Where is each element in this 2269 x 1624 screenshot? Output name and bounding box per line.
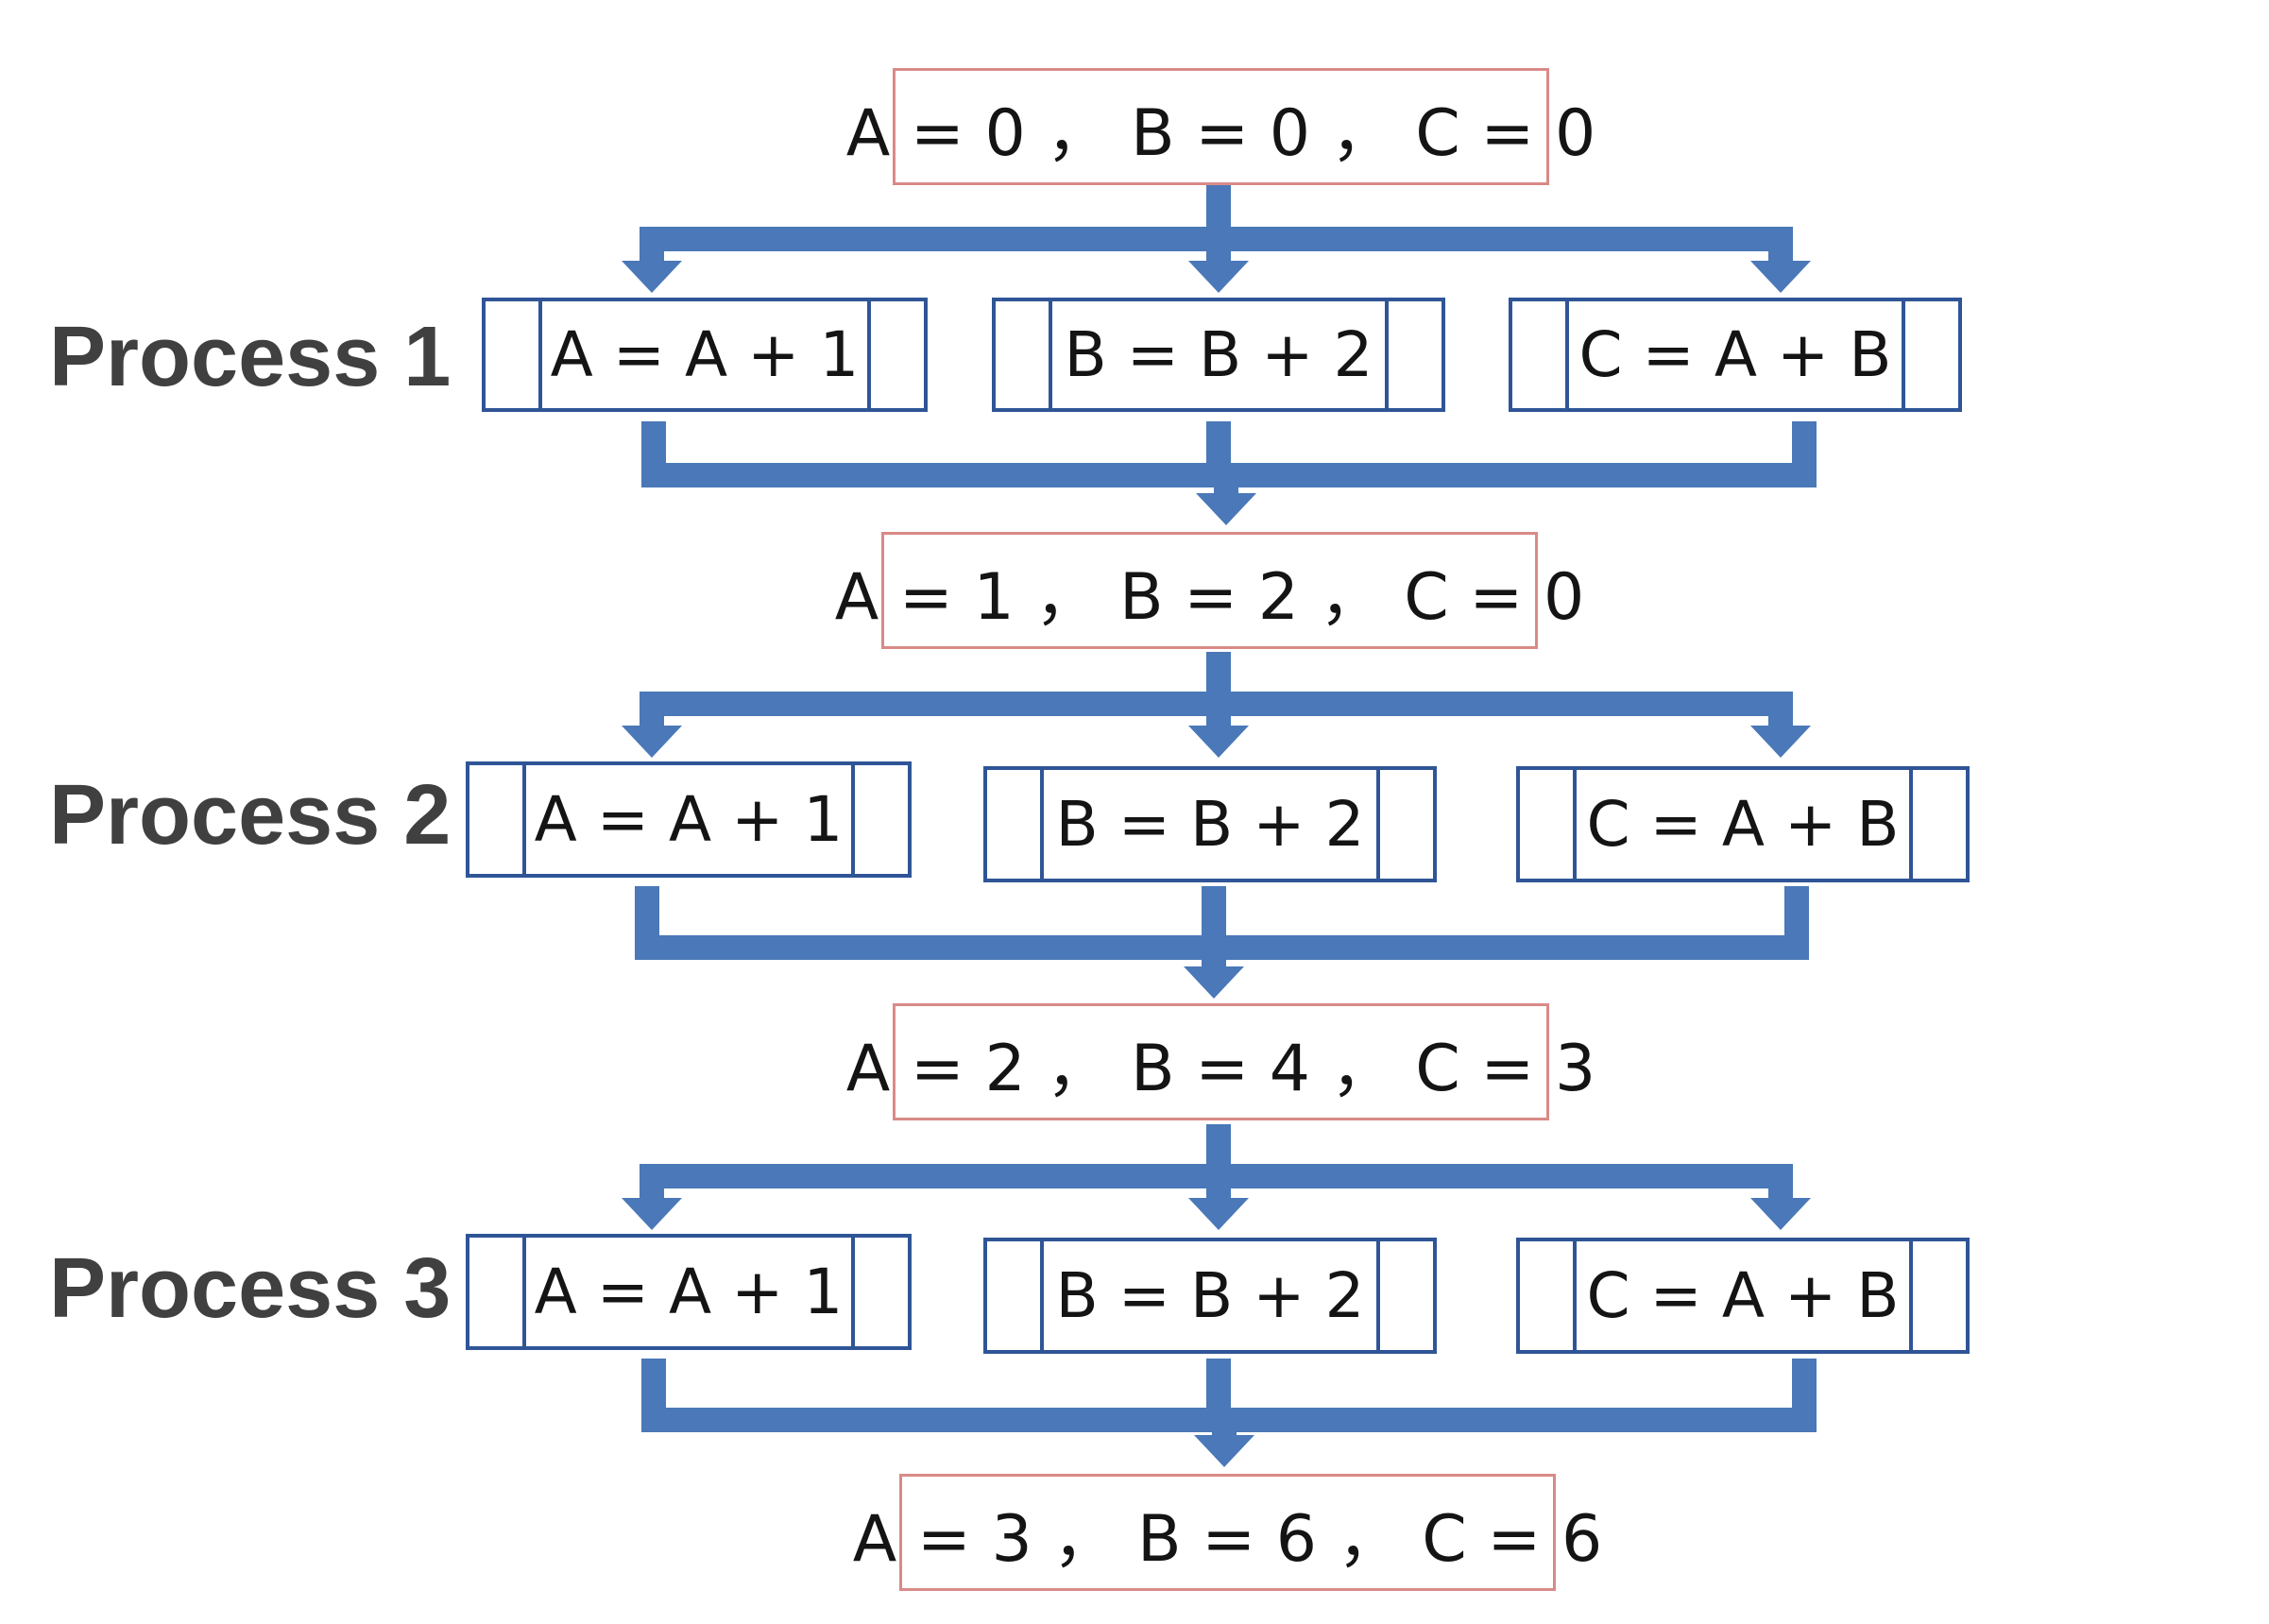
fan-out-3-arrow-head-1 [622, 1198, 682, 1230]
process-1-step-a-text: A = A + 1 [550, 318, 860, 391]
state-box-initial: A = 0 ， B = 0 ， C = 0 [846, 68, 1595, 185]
process-1-step-c-text: C = A + B [1578, 318, 1892, 391]
fan-out-3-arrow-head-3 [1750, 1198, 1811, 1230]
state-box-after-process-2: A = 2 ， B = 4 ， C = 3 [846, 1003, 1595, 1120]
process-1-step-a: A = A + 1 [482, 298, 928, 412]
fan-out-1-arrow-head-3 [1750, 261, 1811, 293]
fan-out-2-drop-3 [1768, 692, 1793, 726]
process-2-step-b-text: B = B + 2 [1055, 788, 1365, 861]
process-1-step-c: C = A + B [1509, 298, 1962, 412]
process-2-step-a: A = A + 1 [466, 761, 912, 878]
state-box-after-process-3: A = 3 ， B = 6 ， C = 6 [853, 1474, 1602, 1591]
fan-out-3-drop-3 [1768, 1164, 1793, 1198]
process-3-step-b: B = B + 2 [983, 1238, 1437, 1354]
fan-out-1-arrow-head-1 [622, 261, 682, 293]
fan-out-2-drop-1 [640, 692, 664, 726]
fan-out-3-arrow-head-2 [1188, 1198, 1249, 1230]
fan-out-2-arrow-head-3 [1750, 726, 1811, 758]
fan-out-3-drop-2 [1206, 1164, 1231, 1198]
merge-3-arrow-head [1194, 1435, 1254, 1467]
state-box-after-process-1: A = 1 ， B = 2 ， C = 0 [835, 532, 1584, 649]
merge-1-out [1214, 463, 1238, 493]
process-1-step-b: B = B + 2 [992, 298, 1445, 412]
fan-out-1-drop-3 [1768, 227, 1793, 261]
process-3-step-a: A = A + 1 [466, 1234, 912, 1350]
process-3-step-c: C = A + B [1516, 1238, 1970, 1354]
process-2-step-c: C = A + B [1516, 766, 1970, 882]
merge-2-out [1202, 935, 1226, 966]
process-3-step-c-text: C = A + B [1586, 1259, 1900, 1332]
process-2-label: Process 2 [49, 768, 452, 863]
process-2-step-c-text: C = A + B [1586, 788, 1900, 861]
process-3-step-a-text: A = A + 1 [534, 1256, 844, 1328]
fan-out-2-arrow-head-2 [1188, 726, 1249, 758]
fan-out-1-drop-2 [1206, 227, 1231, 261]
fan-out-1-drop-1 [640, 227, 664, 261]
process-3-step-b-text: B = B + 2 [1055, 1259, 1365, 1332]
merge-2-arrow-head [1184, 966, 1244, 999]
fan-out-3-drop-1 [640, 1164, 664, 1198]
fan-out-2-drop-2 [1206, 692, 1231, 726]
process-3-label: Process 3 [49, 1241, 452, 1336]
process-1-step-b-text: B = B + 2 [1064, 318, 1373, 391]
process-1-label: Process 1 [49, 310, 452, 404]
process-2-step-b: B = B + 2 [983, 766, 1437, 882]
fan-out-1-arrow-head-2 [1188, 261, 1249, 293]
process-2-step-a-text: A = A + 1 [534, 783, 844, 856]
merge-3-out [1212, 1408, 1237, 1435]
merge-1-arrow-head [1196, 493, 1256, 525]
fan-out-2-arrow-head-1 [622, 726, 682, 758]
